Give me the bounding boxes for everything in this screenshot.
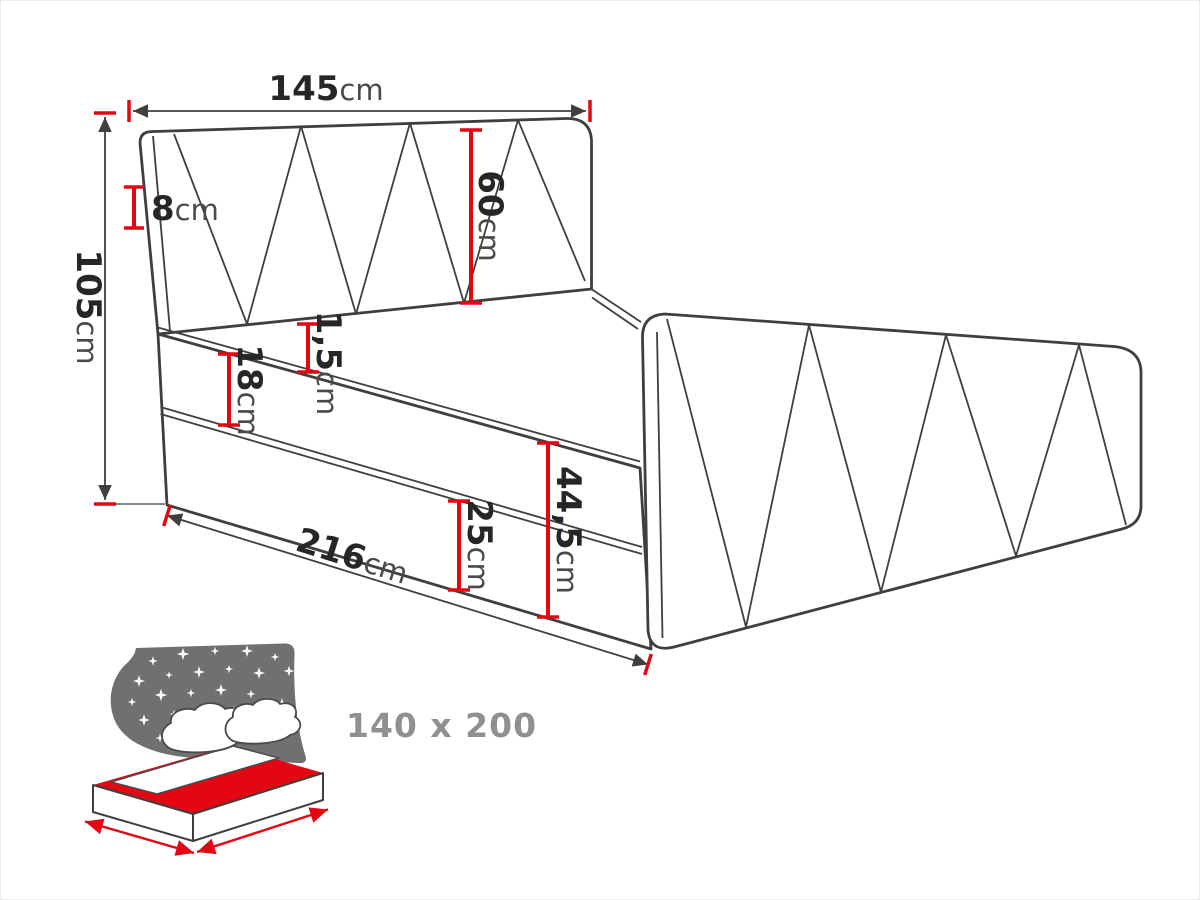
dimension-60 <box>460 128 482 305</box>
footboard <box>641 312 1143 650</box>
tick <box>162 504 172 527</box>
icon-mattress-top <box>93 746 323 814</box>
dimension-height-105: 105cm <box>68 117 165 505</box>
headboard-outline <box>138 117 593 336</box>
dimension-label-25: 25cm <box>459 499 499 591</box>
tick <box>643 653 653 676</box>
dimension-label-1-5: 1,5cm <box>308 311 348 415</box>
dimension-label-145: 145cm <box>268 69 383 109</box>
footboard-zigzag-pattern <box>666 318 1127 628</box>
dimension-44-5 <box>537 441 559 619</box>
width-arrow <box>84 818 195 856</box>
mattress-far-seam <box>591 296 639 330</box>
dimension-1-5 <box>297 322 319 374</box>
dimension-25 <box>448 499 470 592</box>
dimension-8 <box>124 185 144 230</box>
bed-drawing <box>138 117 1143 651</box>
headboard-side-edge <box>152 135 171 332</box>
length-arrow <box>196 807 329 855</box>
dimension-label-8: 8cm <box>151 189 219 229</box>
dimension-width-145: 145cm <box>133 69 586 118</box>
icon-sheet-fold <box>108 745 282 795</box>
red-dimension-labels: 8cm 60cm 18cm 1,5cm 25cm 44,5cm <box>151 170 588 594</box>
icon-size-arrows <box>84 807 329 856</box>
footboard-inner-edge <box>656 331 664 639</box>
icon-pillow-right <box>224 697 302 745</box>
dimension-18 <box>218 352 240 427</box>
dimension-label-60: 60cm <box>470 170 510 262</box>
headboard-zigzag-pattern <box>173 119 586 325</box>
dimension-line <box>166 513 649 667</box>
mattress-top-piping <box>157 326 641 463</box>
bed-size-icon: 140 x 200 <box>84 643 537 856</box>
footboard-outline <box>641 312 1143 650</box>
mattress-size-label: 140 x 200 <box>346 706 537 745</box>
dimension-label-44-5: 44,5cm <box>548 466 588 594</box>
red-dimension-marks <box>94 100 653 676</box>
mattress-far-edge <box>591 288 642 323</box>
dimension-label-18: 18cm <box>229 344 269 436</box>
headboard <box>138 117 593 336</box>
dimension-label-105: 105cm <box>68 249 108 364</box>
